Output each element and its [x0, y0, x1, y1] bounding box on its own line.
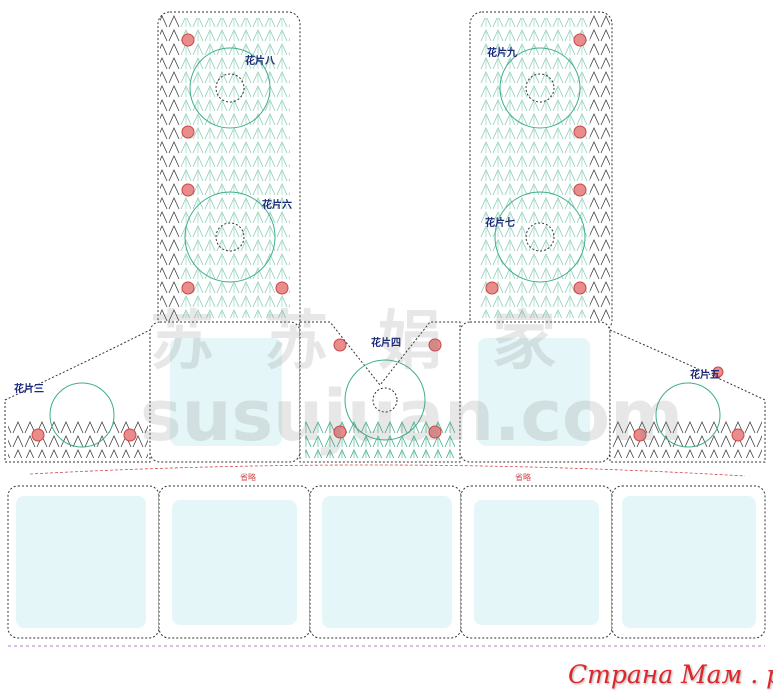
- motif-5: [655, 382, 721, 448]
- right-strap: [469, 11, 613, 333]
- omit-line: [29, 464, 746, 477]
- omitted-label-right: 省略: [515, 473, 531, 482]
- motif-9: [499, 47, 581, 129]
- label-motif-7: 花片七: [485, 218, 515, 229]
- label-motif-3: 花片三: [14, 384, 44, 395]
- label-motif-5: 花片五: [690, 370, 720, 381]
- motif-7: [494, 191, 586, 283]
- bottom-row: [7, 485, 766, 647]
- left-strap: [157, 11, 301, 333]
- watermark-latin: susujuan.com: [140, 375, 684, 457]
- middle-row: [4, 321, 766, 463]
- motif-6: [184, 191, 276, 283]
- motif-4: [344, 359, 426, 441]
- label-motif-8: 花片八: [245, 56, 275, 67]
- omitted-label-left: 省略: [240, 473, 256, 482]
- brand-watermark: Страна Мам . ру: [568, 660, 773, 689]
- label-motif-6: 花片六: [262, 200, 292, 211]
- label-motif-9: 花片九: [487, 48, 517, 59]
- watermark-chinese: 苏苏娟家: [150, 305, 606, 379]
- motifs: [31, 33, 745, 448]
- label-motif-4: 花片四: [371, 338, 401, 349]
- motif-3: [49, 382, 115, 448]
- motif-8: [189, 47, 271, 129]
